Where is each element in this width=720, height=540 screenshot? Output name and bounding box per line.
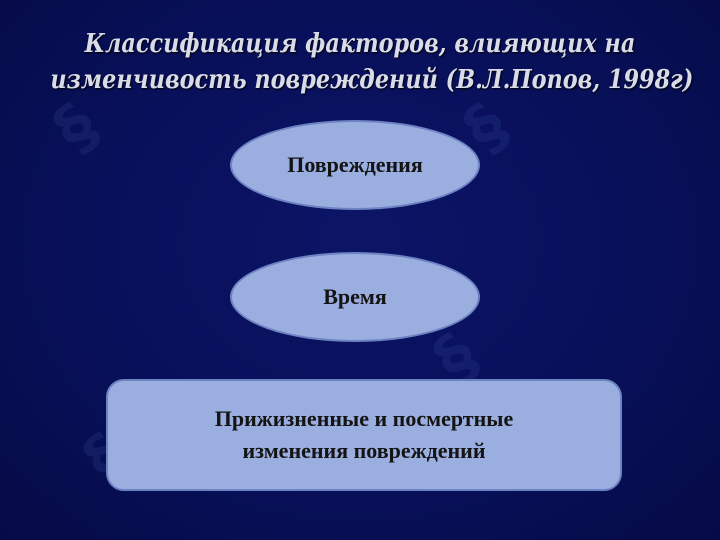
node-time: Время xyxy=(230,252,480,342)
node-changes-label-line-1: Прижизненные и посмертные xyxy=(214,406,514,431)
node-changes-label-line-2: изменения повреждений xyxy=(242,438,486,463)
slide-title: Классификация факторов, влияющих на изме… xyxy=(50,26,694,98)
node-injuries: Повреждения xyxy=(230,120,480,210)
node-injuries-label: Повреждения xyxy=(287,152,423,177)
watermark-logo: § xyxy=(40,87,116,167)
node-changes: Прижизненные и посмертные изменения повр… xyxy=(106,379,622,491)
slide-title-line-2: изменчивость повреждений (В.Л.Попов, 199… xyxy=(50,65,694,95)
slide-title-line-1: Классификация факторов, влияющих на xyxy=(84,29,636,59)
node-time-label: Время xyxy=(323,284,387,309)
